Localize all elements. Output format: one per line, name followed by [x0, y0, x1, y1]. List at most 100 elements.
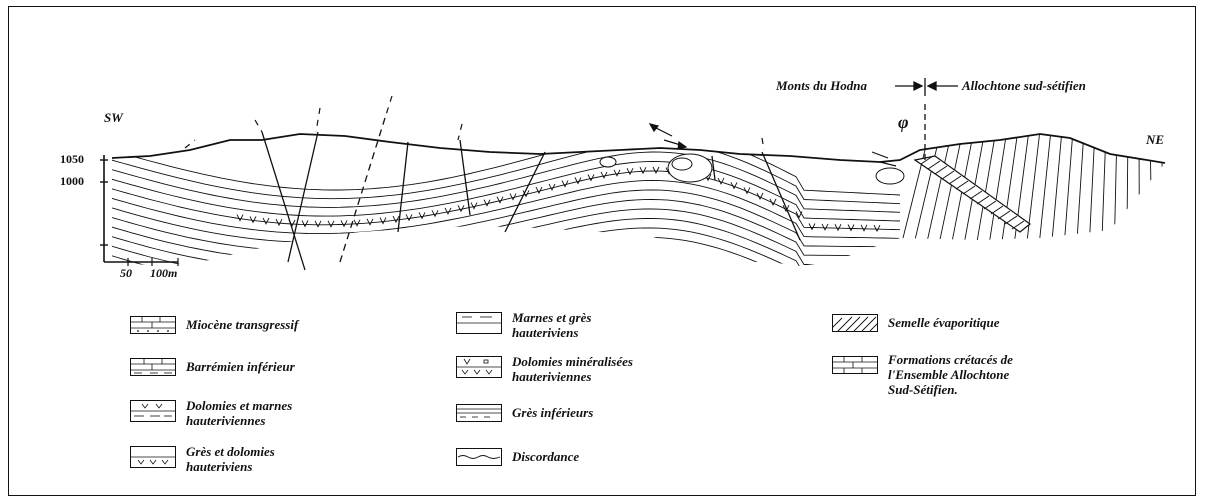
- elevation-axis: [100, 155, 108, 262]
- dolomite-v-mark: [419, 212, 425, 218]
- gres-inf-label: Grès inférieurs: [512, 405, 593, 420]
- dolomite-v-mark: [471, 203, 477, 209]
- bedding-line: [108, 171, 900, 230]
- gres-dolomies-swatch: [130, 446, 176, 468]
- allochthon-bed: [1026, 130, 1040, 250]
- zone-boundary: [895, 78, 958, 96]
- dolomite-v-mark: [237, 215, 243, 221]
- discordance-swatch: [456, 448, 502, 466]
- discordance-label: Discordance: [512, 449, 579, 464]
- bedding-line: [108, 152, 900, 212]
- dip-symbol: φ: [898, 112, 909, 133]
- dolomite-v-mark: [432, 210, 438, 216]
- miocene-swatch: [130, 316, 176, 334]
- dolomies-marnes-label: Dolomies et marnes hauteriviennes: [186, 398, 292, 428]
- marnes-gres-label: Marnes et grès hauteriviens: [512, 310, 591, 340]
- dolomite-v-mark: [393, 216, 399, 222]
- dolomite-v-mark: [250, 216, 256, 222]
- scale-bar: [104, 258, 178, 266]
- dolomite-v-mark: [640, 167, 646, 173]
- dolomite-v-mark: [276, 219, 282, 225]
- barremien-label: Barrémien inférieur: [186, 359, 295, 374]
- dolomite-v-mark: [822, 224, 828, 230]
- dolomite-v-mark: [497, 197, 503, 203]
- dolomies-marnes-line2: hauteriviennes: [186, 413, 292, 428]
- dolomite-v-mark: [458, 205, 464, 211]
- dolomite-v-mark: [341, 220, 347, 226]
- monts-du-hodna-label: Monts du Hodna: [776, 78, 867, 94]
- allochtone-label: Allochtone sud-sétifien: [962, 78, 1086, 94]
- gres-dolomies-label: Grès et dolomies hauteriviens: [186, 444, 275, 474]
- dolomite-v-mark: [367, 219, 373, 225]
- bedding-line: [108, 162, 900, 222]
- direction-sw-label: SW: [104, 110, 123, 126]
- dolomite-v-mark: [484, 200, 490, 206]
- bedding-line: [108, 228, 900, 283]
- allochthon-bed: [1150, 130, 1152, 250]
- dolomies-min-swatch: [456, 356, 502, 378]
- dolomite-v-mark: [380, 218, 386, 224]
- dolomite-v-mark: [653, 167, 659, 173]
- formations-line3: Sud-Sétifien.: [888, 382, 1013, 397]
- bedding-line: [108, 181, 900, 239]
- dolomite-v-mark: [874, 225, 880, 231]
- gres-dolomies-line1: Grès et dolomies: [186, 444, 275, 459]
- geological-cross-section: [0, 0, 1206, 290]
- barremien-swatch: [130, 358, 176, 376]
- dolomite-v-mark: [263, 218, 269, 224]
- dolomite-v-mark: [302, 221, 308, 227]
- dolomite-v-mark: [614, 170, 620, 176]
- bedding-line: [108, 237, 900, 290]
- dolomite-v-mark: [588, 175, 594, 181]
- dolomite-v-mark: [445, 208, 451, 214]
- allochthon-bed: [1051, 130, 1062, 250]
- elevation-1050-label: 1050: [60, 152, 84, 167]
- elevation-1000-label: 1000: [60, 174, 84, 189]
- allochthon-bed: [988, 130, 1007, 250]
- dolomite-v-mark: [549, 184, 555, 190]
- marnes-gres-swatch: [456, 312, 502, 334]
- bedding-line: [108, 219, 900, 274]
- formations-label: Formations crétacés de l'Ensemble Alloch…: [888, 352, 1013, 397]
- bedding-line: [108, 256, 900, 290]
- allochthon-bed: [1102, 130, 1106, 250]
- scale-100m-label: 100m: [150, 266, 177, 281]
- formations-line1: Formations crétacés de: [888, 352, 1013, 367]
- direction-ne-label: NE: [1146, 132, 1164, 148]
- formations-swatch: [832, 356, 878, 374]
- dolomies-min-line1: Dolomies minéralisées: [512, 354, 633, 369]
- dolomite-v-mark: [848, 225, 854, 231]
- dolomite-v-mark: [536, 187, 542, 193]
- semelle-swatch: [832, 314, 878, 332]
- allochthon-bed: [1064, 130, 1073, 250]
- dolomite-v-mark: [328, 221, 334, 227]
- formations-line2: l'Ensemble Allochtone: [888, 367, 1013, 382]
- dolomies-min-line2: hauteriviennes: [512, 369, 633, 384]
- dolomite-v-mark: [796, 212, 802, 218]
- dolomite-v-mark: [835, 224, 841, 230]
- dolomite-v-mark: [562, 181, 568, 187]
- scale-50-label: 50: [120, 266, 132, 281]
- dolomite-v-mark: [601, 172, 607, 178]
- dolomite-v-mark: [627, 168, 633, 174]
- dolomite-v-mark: [809, 224, 815, 230]
- allochthon-bed: [1127, 130, 1128, 250]
- marnes-gres-line1: Marnes et grès: [512, 310, 591, 325]
- allochthon-bed: [1039, 130, 1051, 250]
- allochthon-bed: [1076, 130, 1084, 250]
- semelle-label: Semelle évaporitique: [888, 315, 1000, 330]
- dolomite-v-mark: [575, 178, 581, 184]
- bedding-line: [108, 190, 900, 247]
- marnes-gres-line2: hauteriviens: [512, 325, 591, 340]
- dolomies-min-label: Dolomies minéralisées hauteriviennes: [512, 354, 633, 384]
- gres-dolomies-line2: hauteriviens: [186, 459, 275, 474]
- allochthon-bed: [1114, 130, 1117, 250]
- gres-inf-swatch: [456, 404, 502, 422]
- dolomite-v-mark: [315, 221, 321, 227]
- miocene-label: Miocène transgressif: [186, 317, 298, 332]
- dolomies-marnes-swatch: [130, 400, 176, 422]
- dolomite-v-mark: [406, 214, 412, 220]
- bedding-line: [108, 133, 900, 195]
- dolomies-marnes-line1: Dolomies et marnes: [186, 398, 292, 413]
- allochthon-bed: [1161, 130, 1165, 250]
